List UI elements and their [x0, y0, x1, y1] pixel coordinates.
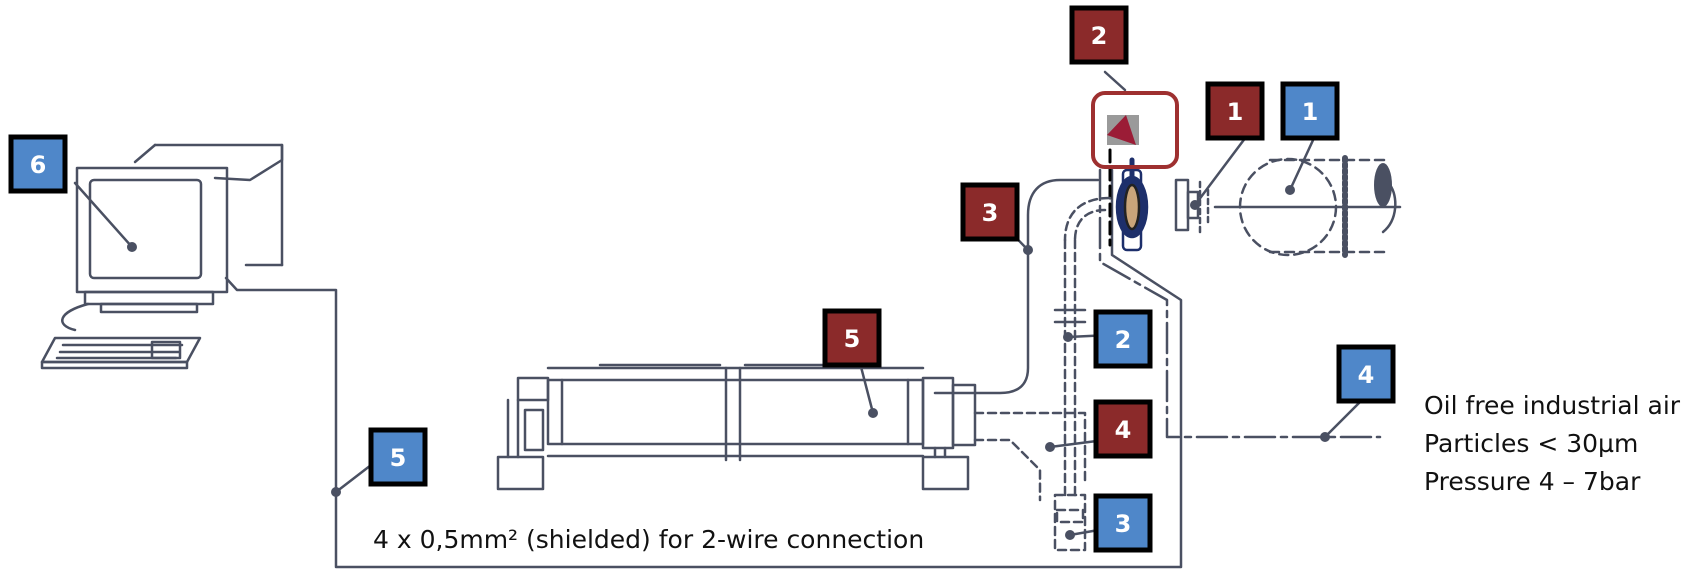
blue-badge-6: 6 [8, 134, 68, 194]
leader-dot [1063, 332, 1073, 342]
signal-cable [224, 168, 1382, 569]
blue-badge-label: 6 [30, 151, 47, 179]
conveyor-drum-icon [496, 363, 977, 491]
blue-badge-label: 4 [1358, 361, 1375, 389]
red-badge-2: 2 [1069, 5, 1129, 65]
blue-badge-2: 2 [1093, 309, 1153, 369]
pipe [1213, 155, 1402, 258]
leader-dot [1190, 200, 1200, 210]
red-badge-4: 4 [1093, 399, 1153, 459]
air-supply-line [973, 238, 1087, 552]
leader-dot [1023, 245, 1033, 255]
air-hose [933, 178, 1112, 395]
computer-icon [40, 143, 284, 370]
cable-note: 4 x 0,5mm² (shielded) for 2-wire connect… [373, 525, 924, 554]
red-badge-5: 5 [822, 308, 882, 368]
blue-badge-1: 1 [1280, 81, 1340, 141]
red-badge-label: 1 [1227, 98, 1244, 126]
red-badge-label: 2 [1091, 22, 1108, 50]
red-badge-3: 3 [960, 182, 1020, 242]
blue-badge-4: 4 [1336, 344, 1396, 404]
leader-dot [1320, 432, 1330, 442]
valve-assembly [1108, 148, 1210, 252]
air-spec-line3: Pressure 4 – 7bar [1424, 467, 1641, 496]
leader-lines [73, 70, 1364, 537]
red-badge-label: 4 [1115, 416, 1132, 444]
air-spec-line1: Oil free industrial air [1424, 391, 1681, 420]
blue-badge-label: 1 [1302, 98, 1319, 126]
blue-badge-label: 2 [1115, 326, 1132, 354]
controller [1091, 91, 1179, 169]
red-badge-1: 1 [1205, 81, 1265, 141]
red-badge-label: 3 [982, 199, 999, 227]
leader-dot [331, 487, 341, 497]
blue-badge-3: 3 [1093, 493, 1153, 553]
air-spec: Oil free industrial air Particles < 30µm… [1424, 391, 1681, 496]
leader-dot [1065, 530, 1075, 540]
leader-dot [1045, 442, 1055, 452]
red-badge-label: 5 [844, 325, 861, 353]
leader-dot [1285, 185, 1295, 195]
blue-badge-5: 5 [368, 427, 428, 487]
leader-dot [868, 408, 878, 418]
blue-badge-label: 5 [390, 444, 407, 472]
air-spec-line2: Particles < 30µm [1424, 429, 1638, 458]
leader-dot [127, 242, 137, 252]
blue-badge-label: 3 [1115, 510, 1132, 538]
controller-logo-icon [1107, 115, 1139, 145]
